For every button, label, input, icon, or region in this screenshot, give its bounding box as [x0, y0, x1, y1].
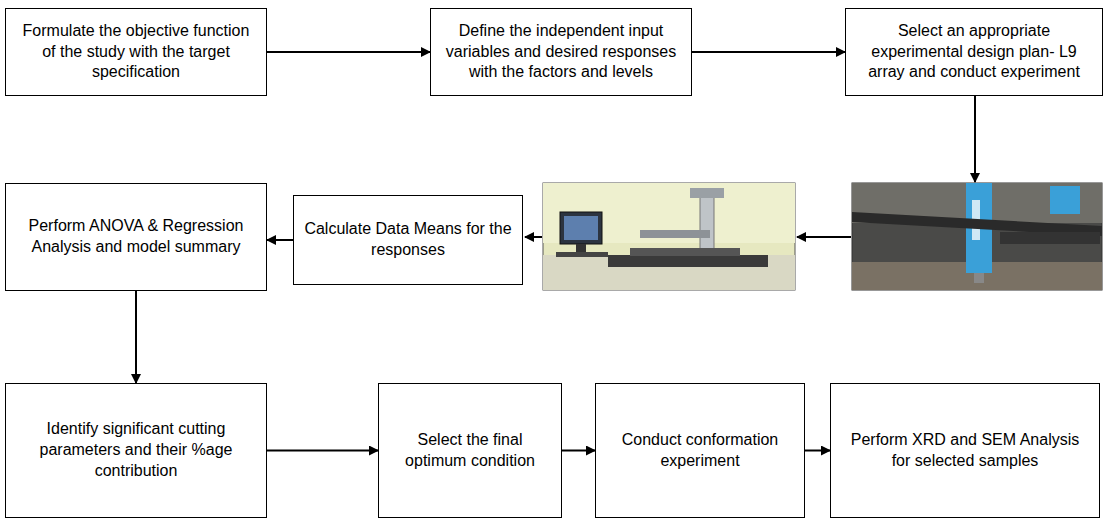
process-box: Calculate Data Means for the responses — [293, 195, 523, 285]
flow-arrow — [267, 239, 293, 241]
flow-arrow — [974, 96, 976, 182]
process-box: Conduct conformation experiment — [595, 383, 805, 518]
process-box: Define the independent input variables a… — [430, 8, 692, 96]
profilometer-photo — [543, 183, 795, 290]
box-label: Perform XRD and SEM Analysis for selecte… — [841, 430, 1089, 472]
process-box: Formulate the objective function of the … — [5, 8, 267, 96]
process-box: Perform XRD and SEM Analysis for selecte… — [830, 383, 1100, 518]
box-label: Select an appropriate experimental desig… — [856, 21, 1092, 83]
process-box: Select the final optimum condition — [378, 383, 562, 518]
process-box: Identify significant cutting parameters … — [5, 383, 267, 518]
box-label: Select the final optimum condition — [389, 430, 551, 472]
flow-arrow — [797, 236, 851, 238]
flow-arrow — [692, 51, 845, 53]
process-box: Perform ANOVA & Regression Analysis and … — [5, 183, 267, 291]
flow-arrow — [525, 236, 542, 238]
box-label: Define the independent input variables a… — [441, 21, 681, 83]
box-label: Formulate the objective function of the … — [16, 21, 256, 83]
box-label: Calculate Data Means for the responses — [304, 219, 512, 261]
box-label: Conduct conformation experiment — [606, 430, 794, 472]
flow-arrow — [805, 450, 830, 452]
process-box: Select an appropriate experimental desig… — [845, 8, 1103, 96]
box-label: Identify significant cutting parameters … — [16, 419, 256, 481]
waterjet-photo — [852, 183, 1102, 290]
flow-arrow — [135, 291, 137, 383]
flow-arrow — [267, 51, 430, 53]
box-label: Perform ANOVA & Regression Analysis and … — [16, 216, 256, 258]
flow-arrow — [267, 450, 378, 452]
flow-arrow — [562, 450, 595, 452]
